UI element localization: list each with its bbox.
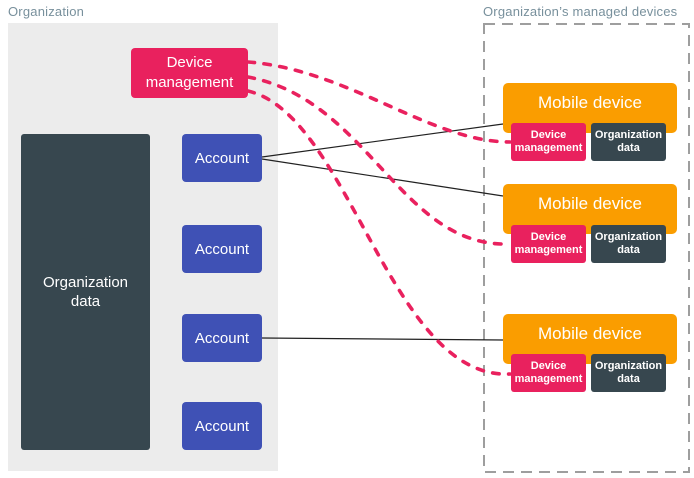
device-management-sub-label: Device management xyxy=(514,231,583,256)
link-account1-device2 xyxy=(261,158,504,197)
organization-data-sub-label: Organization data xyxy=(594,129,663,154)
account-box-1: Account xyxy=(182,134,262,182)
organization-data-label: Organization data xyxy=(42,274,129,310)
account-box-2: Account xyxy=(182,225,262,273)
device-management-sub-label: Device management xyxy=(514,129,583,154)
device-management-box: Device management xyxy=(131,48,248,98)
mobile-device-1-device-management-box: Device management xyxy=(511,123,586,161)
account-box-3: Account xyxy=(182,314,262,362)
mobile-device-label: Mobile device xyxy=(538,194,642,213)
managed-devices-panel-title: Organization’s managed devices xyxy=(483,4,678,19)
mobile-device-label: Mobile device xyxy=(538,93,642,112)
link-account1-device1 xyxy=(261,123,504,158)
mobile-device-1-organization-data-box: Organization data xyxy=(591,123,666,161)
account-label: Account xyxy=(194,329,250,347)
mobile-device-2-organization-data-box: Organization data xyxy=(591,225,666,263)
link-dm-device2 xyxy=(246,75,512,246)
organization-data-box: Organization data xyxy=(21,134,150,450)
link-account3-device3 xyxy=(261,337,504,341)
mobile-device-3-device-management-box: Device management xyxy=(511,354,586,392)
account-box-4: Account xyxy=(182,402,262,450)
account-label: Account xyxy=(194,240,250,258)
organization-data-sub-label: Organization data xyxy=(594,360,663,385)
account-device-links xyxy=(261,123,504,341)
device-management-sub-label: Device management xyxy=(514,360,583,385)
mobile-device-label: Mobile device xyxy=(538,324,642,343)
device-management-label: Device management xyxy=(145,54,234,91)
organization-panel-title: Organization xyxy=(8,4,85,19)
link-dm-device1 xyxy=(246,60,512,144)
organization-data-sub-label: Organization data xyxy=(594,231,663,256)
account-label: Account xyxy=(194,149,250,167)
mobile-device-2-device-management-box: Device management xyxy=(511,225,586,263)
device-management-links xyxy=(246,60,512,376)
link-dm-device3 xyxy=(246,89,512,376)
account-label: Account xyxy=(194,417,250,435)
mobile-device-3-organization-data-box: Organization data xyxy=(591,354,666,392)
